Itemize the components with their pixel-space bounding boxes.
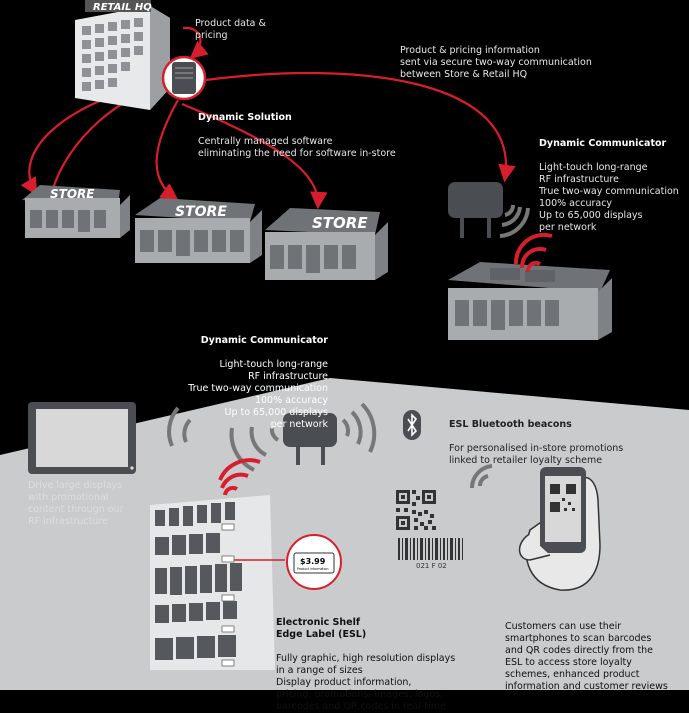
store-building-4 [448, 262, 612, 340]
store-sign-2: STORE [175, 204, 227, 220]
store-sign-3: STORE [312, 214, 368, 232]
esl-bluetooth-block: ESL Bluetooth beacons For personalised i… [449, 407, 623, 467]
drive-large-label: Drive large displays with promotional co… [28, 480, 124, 527]
store-building-3: STORE [265, 208, 388, 280]
large-display-screen [28, 402, 136, 474]
store-sign-1: STORE [50, 187, 95, 201]
esl-bluetooth-body: For personalised in-store promotions lin… [449, 443, 624, 466]
scene-illustration: RETAIL HQ STORE STORE STORE [0, 0, 689, 690]
hq-sign: RETAIL HQ [93, 2, 152, 13]
price-tag-sub: Product information [297, 567, 329, 571]
dynamic-communicator-top-block: Dynamic Communicator Light-touch long-ra… [539, 126, 689, 234]
barcode [398, 538, 463, 560]
esl-block: Electronic Shelf Edge Label (ESL) Fully … [276, 605, 455, 713]
signal-waves-red-shelf [218, 458, 261, 496]
server-icon [161, 55, 207, 101]
signal-waves-mid-left [167, 406, 280, 472]
signal-waves-red-store [513, 232, 553, 273]
dynamic-communicator-mid-body: Light-touch long-range RF infrastructure… [188, 359, 328, 430]
signal-waves-phone [469, 464, 493, 489]
communicator-device-top [448, 182, 503, 238]
qr-code [396, 490, 436, 530]
communicator-device-mid [283, 413, 337, 465]
dynamic-communicator-mid-title: Dynamic Communicator [200, 335, 328, 346]
dynamic-communicator-mid-block: Dynamic Communicator Light-touch long-ra… [150, 323, 328, 431]
bluetooth-icon [403, 410, 421, 440]
esl-bluetooth-title: ESL Bluetooth beacons [449, 419, 572, 430]
esl-body: Fully graphic, high resolution displays … [276, 653, 456, 712]
secure-comm-label: Product & pricing information sent via s… [400, 45, 592, 80]
signal-waves-top [499, 204, 530, 238]
dynamic-solution-block: Dynamic Solution Centrally managed softw… [198, 100, 396, 160]
shelf-unit [150, 495, 275, 670]
dynamic-solution-title: Dynamic Solution [198, 112, 292, 123]
store-building-1: STORE [22, 185, 130, 238]
store-building-2: STORE [135, 198, 262, 263]
customers-label: Customers can use their smartphones to s… [505, 621, 668, 692]
hand-holding-phone [518, 467, 601, 591]
esl-title: Electronic Shelf Edge Label (ESL) [276, 617, 367, 640]
barcode-number: 021 F 02 [416, 562, 447, 570]
communication-arcs [20, 26, 516, 210]
retail-hq-building: RETAIL HQ [75, 0, 170, 110]
esl-price-tag: $3.99 Product information [234, 534, 342, 590]
price-tag-price: $3.99 [300, 557, 326, 566]
dynamic-solution-body: Centrally managed software eliminating t… [198, 136, 396, 159]
signal-waves-mid-right [341, 402, 377, 453]
dynamic-communicator-top-body: Light-touch long-range RF infrastructure… [539, 162, 679, 233]
hq-data-label: Product data & pricing [195, 18, 266, 41]
dynamic-communicator-top-title: Dynamic Communicator [539, 138, 667, 149]
